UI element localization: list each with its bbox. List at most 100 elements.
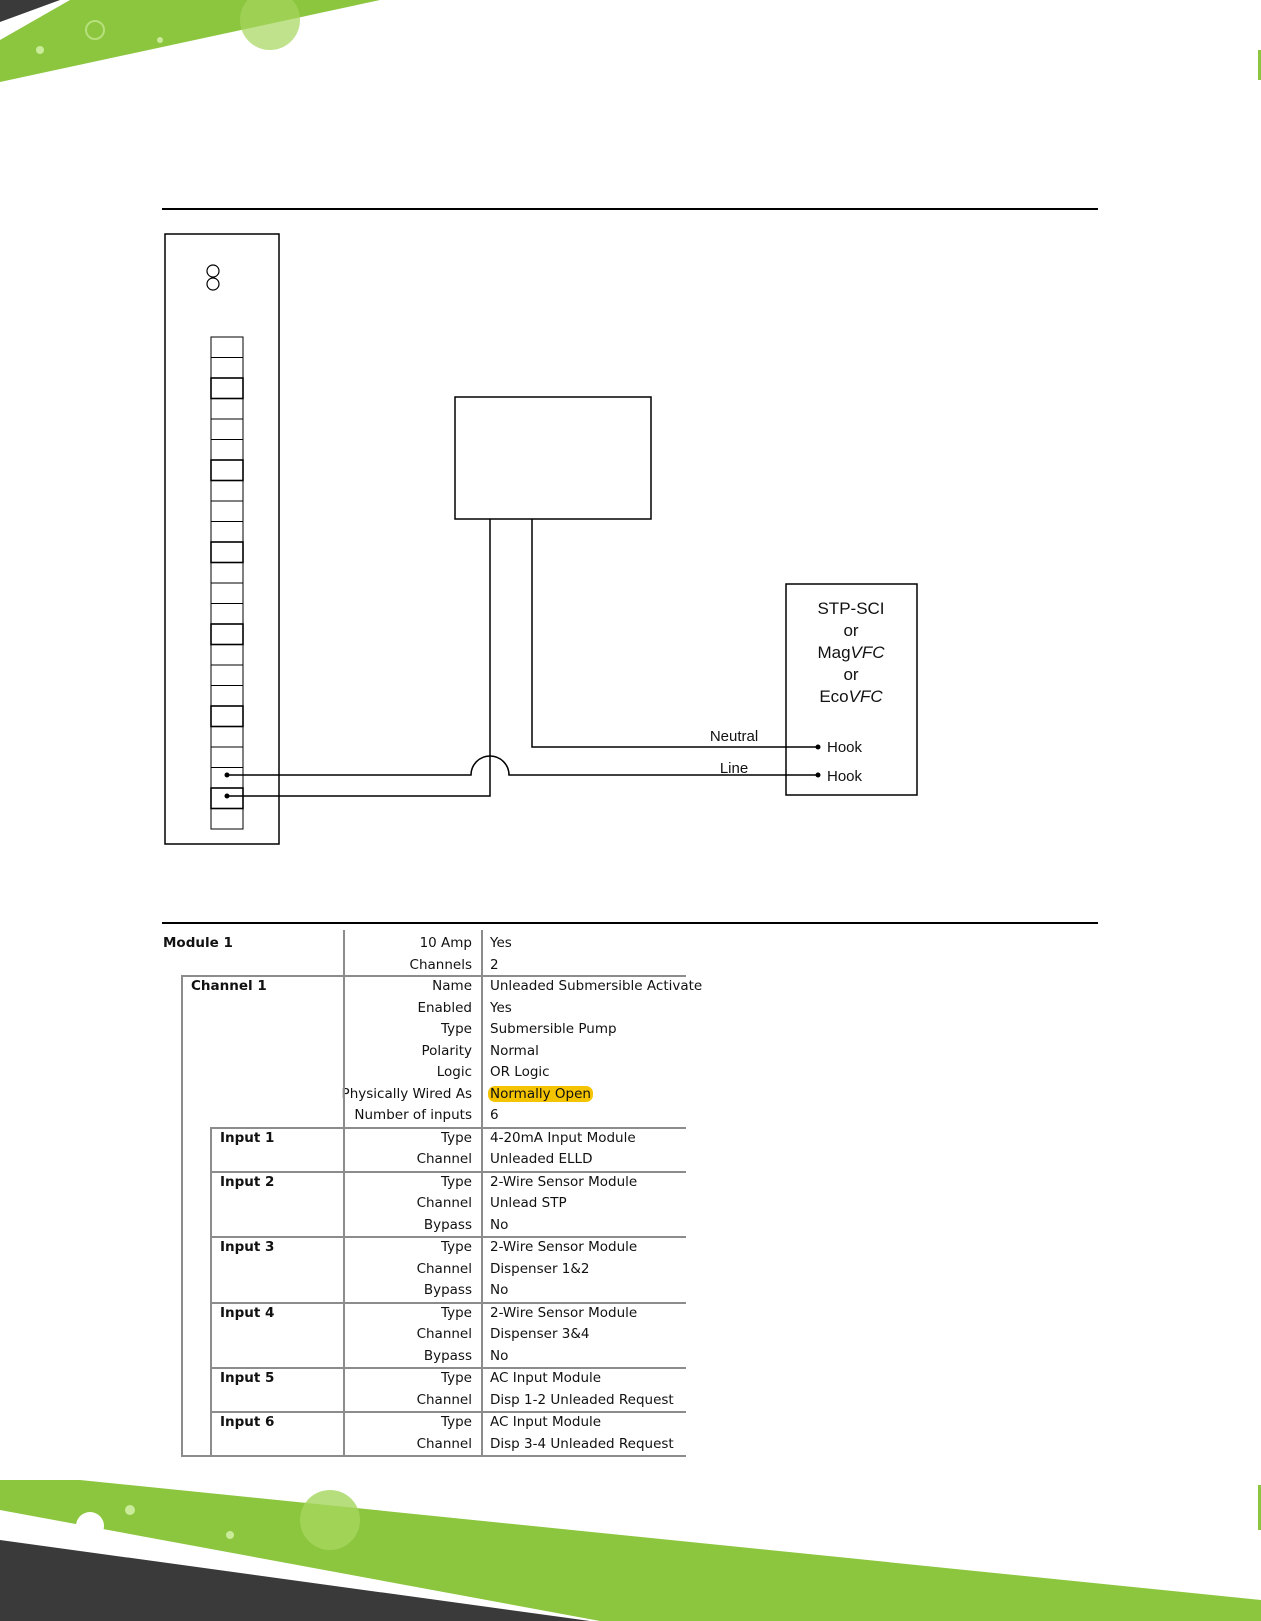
terminal-cell — [210, 767, 244, 789]
config-label: Name — [432, 978, 472, 994]
terminal-cell — [210, 336, 244, 358]
config-label: Type — [440, 1304, 472, 1321]
header-decor-band — [0, 0, 1261, 82]
terminal-cell — [210, 746, 244, 768]
config-value: Disp 3-4 Unleaded Request — [490, 1435, 674, 1452]
config-value: Unlead STP — [490, 1195, 567, 1211]
terminal-cell — [210, 664, 244, 686]
config-value: 6 — [490, 1107, 499, 1123]
terminal-dot — [224, 793, 230, 799]
config-value: Yes — [490, 999, 512, 1016]
config-value: Dispenser 1&2 — [490, 1260, 590, 1277]
table-col-rule — [481, 930, 483, 1455]
section-rule-middle — [162, 922, 1098, 924]
terminal-cell — [210, 623, 244, 646]
controller-return-wire — [227, 519, 491, 797]
config-value: Normal — [490, 1042, 539, 1059]
indicator-led-icon — [206, 264, 220, 278]
config-label: Type — [440, 1021, 472, 1037]
terminal-cell — [210, 808, 244, 830]
controller-panel — [164, 233, 280, 845]
terminal-cell — [210, 521, 244, 543]
input-title: Input 1 — [220, 1129, 275, 1146]
config-value: 2-Wire Sensor Module — [490, 1173, 638, 1190]
input-title: Input 2 — [220, 1173, 275, 1190]
config-value: Unleaded Submersible Activate — [490, 978, 703, 994]
pump-controller-box — [785, 583, 918, 796]
config-label: Bypass — [423, 1216, 472, 1233]
terminal-cell — [210, 541, 244, 564]
config-label: Channel — [416, 1195, 472, 1211]
terminal-cell — [210, 480, 244, 502]
junction-box — [454, 396, 652, 520]
table-col-rule — [343, 930, 345, 1455]
input-top-rule — [210, 1126, 686, 1129]
config-value: OR Logic — [490, 1064, 550, 1080]
highlighted-value: Normally Open — [488, 1085, 593, 1102]
terminal-cell — [210, 582, 244, 604]
config-label: Bypass — [423, 1282, 472, 1298]
hook-neutral-label: Hook — [827, 739, 863, 756]
input-top-rule — [210, 1301, 686, 1304]
config-value: No — [490, 1347, 509, 1364]
terminal-cell — [210, 603, 244, 625]
device-label-line1: STP-SCI — [817, 599, 884, 618]
config-label: Channel — [416, 1435, 472, 1452]
input-title: Input 5 — [220, 1370, 275, 1386]
terminal-cell — [210, 377, 244, 400]
config-value: No — [490, 1282, 509, 1298]
terminal-cell — [210, 685, 244, 707]
config-label: Type — [440, 1370, 472, 1386]
config-value: Disp 1-2 Unleaded Request — [490, 1391, 674, 1408]
config-label: Type — [440, 1173, 472, 1190]
terminal-cell — [210, 705, 244, 728]
config-value: AC Input Module — [490, 1414, 602, 1430]
channel-top-rule — [181, 975, 686, 977]
terminal-cell — [210, 418, 244, 440]
hook-line-label: Hook — [827, 768, 863, 785]
terminal-cell — [210, 398, 244, 420]
input-top-rule — [210, 1411, 686, 1413]
input-top-rule — [210, 1170, 686, 1173]
device-label-or1: or — [843, 621, 858, 640]
line-wire-label: Line — [720, 760, 748, 777]
config-value: 2-Wire Sensor Module — [490, 1239, 638, 1255]
config-value: Submersible Pump — [490, 1021, 617, 1037]
input-title: Input 6 — [220, 1414, 275, 1430]
terminal-cell — [210, 357, 244, 379]
neutral-wire — [531, 519, 818, 748]
config-label: Channel — [416, 1151, 472, 1167]
config-value: Normally Open — [488, 1085, 593, 1103]
device-label-ecovfc: EcoVFC — [819, 687, 883, 706]
footer-decor-band — [0, 1480, 1261, 1621]
terminal-cell — [210, 500, 244, 522]
input-title: Input 3 — [220, 1239, 275, 1255]
config-label: Channels — [409, 956, 472, 973]
wiring-diagram: Neutral Line STP-SCI or MagVFC or EcoVFC… — [164, 233, 918, 845]
config-value: 2 — [490, 956, 499, 973]
config-value: Yes — [490, 935, 512, 951]
module-title: Module 1 — [163, 935, 233, 951]
terminal-cell — [210, 459, 244, 482]
config-label: Bypass — [423, 1347, 472, 1364]
device-label-or2: or — [843, 665, 858, 684]
config-label: Channel — [416, 1391, 472, 1408]
config-label: Enabled — [417, 999, 472, 1016]
section-rule-top — [162, 208, 1098, 210]
indicator-led-icon — [206, 277, 220, 291]
config-value: 2-Wire Sensor Module — [490, 1304, 638, 1321]
hook-dot — [815, 744, 821, 750]
terminal-dot — [224, 772, 230, 778]
hook-dot — [815, 772, 821, 778]
config-label: Polarity — [421, 1042, 472, 1059]
terminal-cell — [210, 562, 244, 584]
channel-title: Channel 1 — [191, 978, 267, 994]
config-value: Unleaded ELLD — [490, 1151, 593, 1167]
config-value: No — [490, 1216, 509, 1233]
config-value: Dispenser 3&4 — [490, 1326, 590, 1342]
terminal-cell — [210, 726, 244, 748]
config-label: 10 Amp — [419, 935, 472, 951]
input-top-rule — [210, 1236, 686, 1238]
terminal-cell — [210, 439, 244, 461]
neutral-wire-label: Neutral — [710, 728, 758, 745]
